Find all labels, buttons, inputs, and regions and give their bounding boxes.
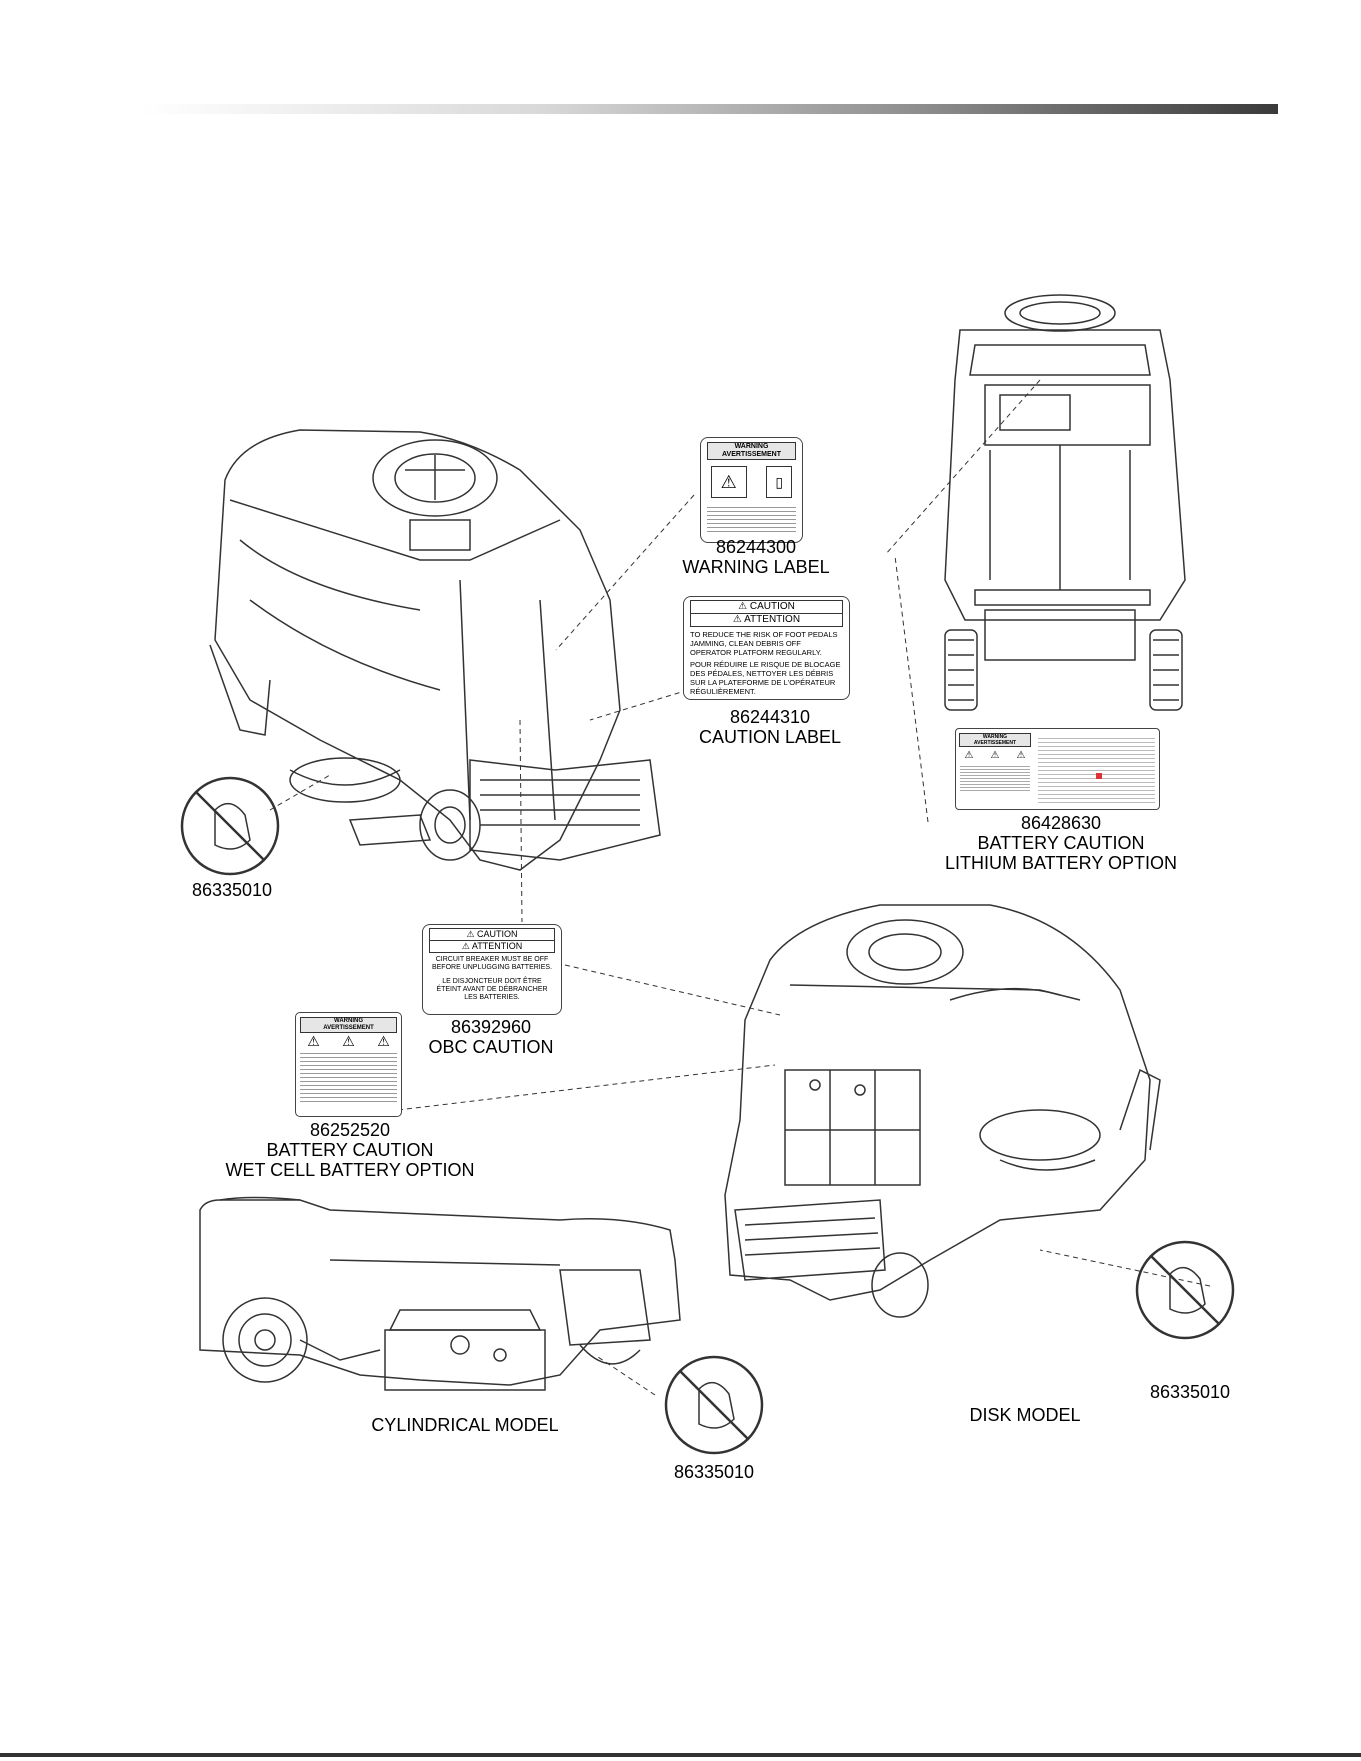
lithium-label-part-number: 86428630 <box>1020 813 1102 833</box>
caution-label-caption: 86244310 CAUTION LABEL <box>690 707 850 747</box>
obc-text-fr: LE DISJONCTEUR DOIT ÊTRE ÉTEINT AVANT DE… <box>436 978 548 1001</box>
machine-rear-view-illustration <box>944 294 1186 711</box>
wetcell-line1: BATTERY CAUTION <box>266 1140 434 1160</box>
warning-header-fr: AVERTISSEMENT <box>722 451 781 458</box>
caution-text-fr: POUR RÉDUIRE LE RISQUE DE BLOCAGE DES PÉ… <box>690 660 841 696</box>
hazard-icon: ⚠ <box>307 1033 320 1049</box>
no-hands-part-number: 86335010 <box>191 880 273 900</box>
warning-label-86244300: WARNING AVERTISSEMENT ⚠ ▯ <box>700 437 803 543</box>
status-indicator-icon <box>1096 773 1102 779</box>
obc-header-en: ⚠ CAUTION <box>429 928 555 941</box>
wetcell-label-caption: 86252520 BATTERY CAUTION WET CELL BATTER… <box>200 1120 500 1180</box>
no-hands-part-number: 86335010 <box>673 1462 755 1482</box>
caution-text-en: TO REDUCE THE RISK OF FOOT PEDALS JAMMIN… <box>690 630 838 657</box>
caution-header-en: ⚠ CAUTION <box>690 600 843 614</box>
wetcell-label-fine-print <box>300 1050 397 1102</box>
no-hands-symbol <box>664 1355 764 1455</box>
obc-caution-86392960: ⚠ CAUTION ⚠ ATTENTION CIRCUIT BREAKER MU… <box>422 924 562 1015</box>
disk-model-caption: DISK MODEL <box>969 1405 1081 1425</box>
caution-header-fr: ⚠ ATTENTION <box>690 614 843 627</box>
obc-header-fr: ⚠ ATTENTION <box>429 941 555 953</box>
wetcell-part-number: 86252520 <box>309 1120 391 1140</box>
warning-label-part-number: 86244300 <box>715 537 797 557</box>
header-gradient-bar <box>140 104 1278 114</box>
no-hands-symbol <box>1135 1240 1235 1340</box>
lithium-label-caption: 86428630 BATTERY CAUTION LITHIUM BATTERY… <box>930 813 1192 873</box>
warning-label-header: WARNING AVERTISSEMENT <box>707 442 796 460</box>
hazard-icon: ⚠ <box>964 750 974 761</box>
lithium-label-line1: BATTERY CAUTION <box>977 833 1145 853</box>
hazard-icon: ⚠ <box>377 1033 390 1049</box>
lithium-label-fine-print <box>960 764 1030 792</box>
no-hands-symbol <box>180 776 280 876</box>
obc-name: OBC CAUTION <box>428 1037 554 1057</box>
caution-label-86244310: ⚠ CAUTION ⚠ ATTENTION TO REDUCE THE RISK… <box>683 596 850 700</box>
hazard-icon: ⚠ <box>342 1033 355 1049</box>
read-manual-icon: ▯ <box>766 466 793 498</box>
obc-caution-caption: 86392960 OBC CAUTION <box>415 1017 567 1057</box>
footer-rule <box>0 1753 1361 1757</box>
hazard-icon: ⚠ <box>990 750 1000 761</box>
machine-main-illustration <box>209 429 661 871</box>
machine-cylindrical-model-illustration <box>199 1196 681 1391</box>
leader-lines <box>269 379 1211 1396</box>
obc-part-number: 86392960 <box>450 1017 532 1037</box>
lithium-label-fine-print <box>1038 735 1155 803</box>
obc-text-en: CIRCUIT BREAKER MUST BE OFF BEFORE UNPLU… <box>431 956 553 971</box>
warning-header-en: WARNING <box>734 443 769 450</box>
explosion-hazard-icon: ⚠ <box>710 466 747 498</box>
warning-label-name: WARNING LABEL <box>682 557 830 577</box>
wetcell-line2: WET CELL BATTERY OPTION <box>225 1160 475 1180</box>
warning-label-caption: 86244300 WARNING LABEL <box>680 537 832 577</box>
hazard-icon: ⚠ <box>1016 750 1026 761</box>
caution-label-part-number: 86244310 <box>729 707 811 727</box>
no-hands-part-number: 86335010 <box>1149 1382 1231 1402</box>
warning-label-fine-print <box>707 504 796 534</box>
cylindrical-model-caption: CYLINDRICAL MODEL <box>371 1415 559 1435</box>
caution-label-name: CAUTION LABEL <box>698 727 842 747</box>
lithium-label-line2: LITHIUM BATTERY OPTION <box>944 853 1178 873</box>
machine-disk-model-illustration <box>724 904 1161 1318</box>
